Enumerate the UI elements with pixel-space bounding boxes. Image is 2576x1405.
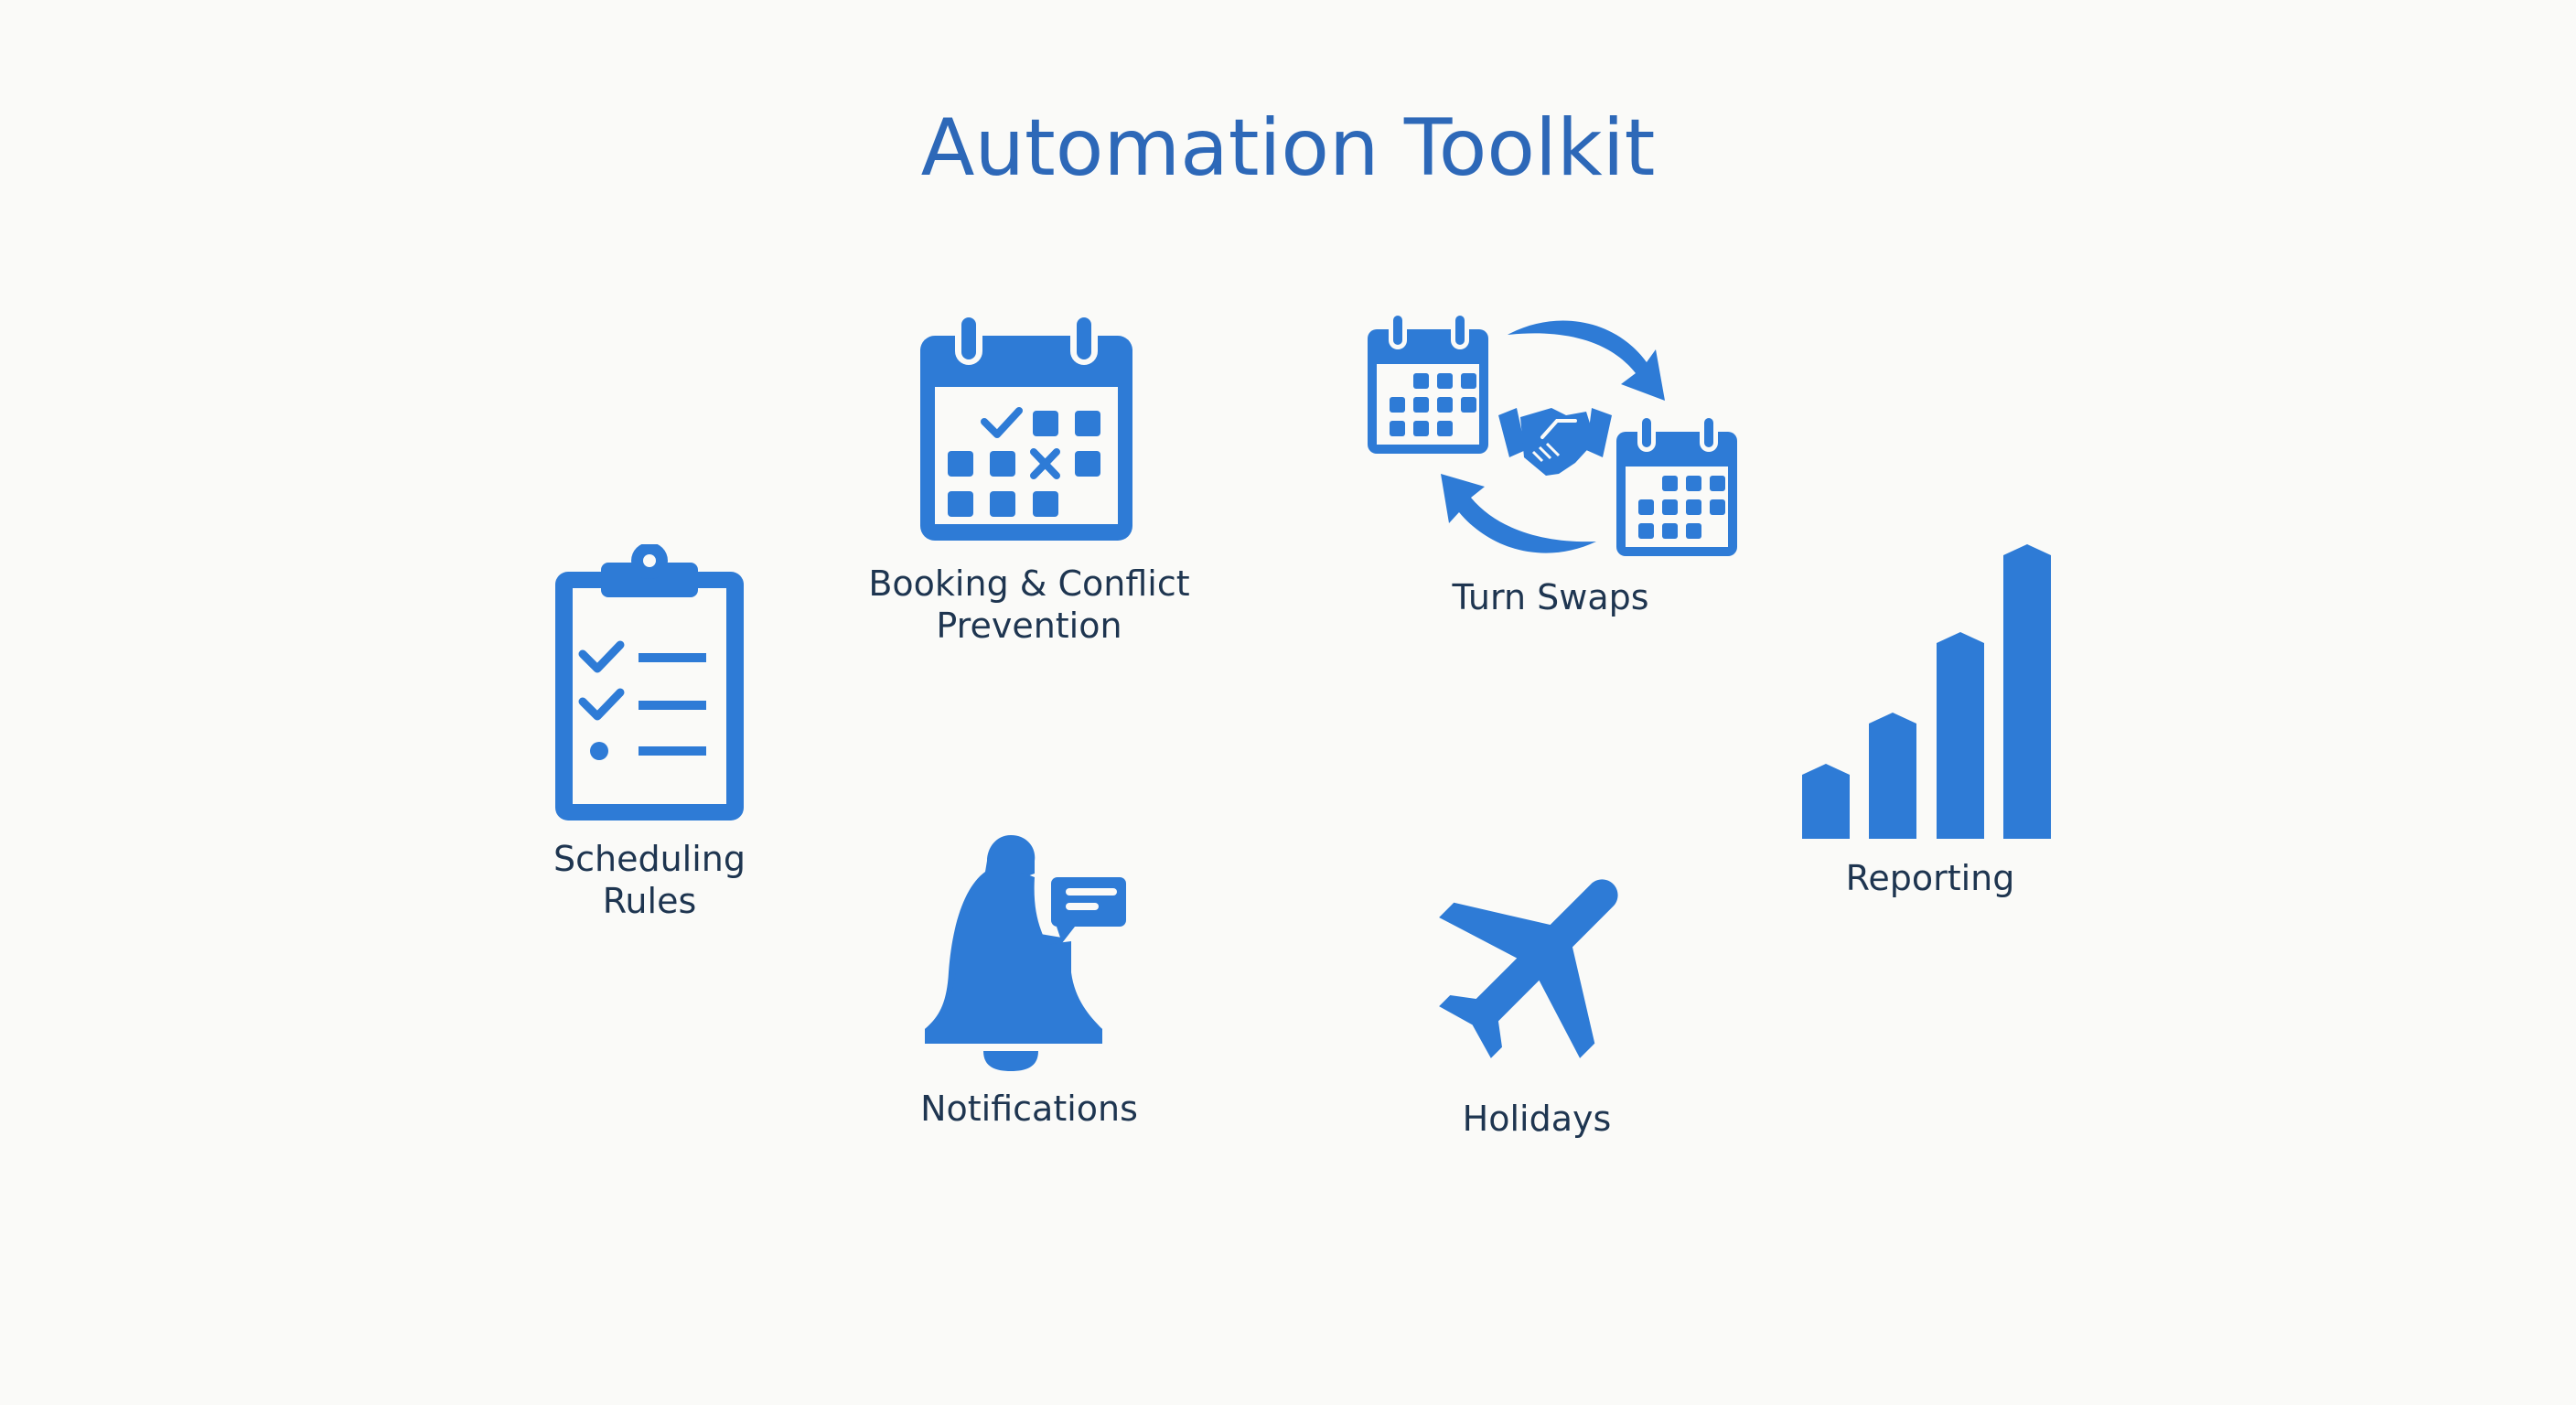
item-label: Holidays — [1462, 1099, 1612, 1139]
toolkit-item-holidays[interactable]: Holidays — [1390, 823, 1683, 1153]
item-label: Scheduling Rules — [553, 839, 746, 921]
item-label: Notifications — [920, 1089, 1138, 1129]
page-title: Automation Toolkit — [920, 102, 1656, 194]
calendar-check-cross-icon — [920, 314, 1132, 541]
bar-chart-icon — [1802, 544, 2051, 839]
item-label: Turn Swaps — [1452, 577, 1649, 617]
bell-message-icon — [925, 835, 1132, 1071]
airplane-icon — [1439, 879, 1618, 1058]
toolkit-item-reporting[interactable]: Reporting — [1784, 535, 2077, 910]
toolkit-item-booking-conflict-prevention[interactable]: Booking & Conflict Prevention — [851, 306, 1208, 654]
toolkit-item-turn-swaps[interactable]: Turn Swaps — [1354, 302, 1747, 631]
clipboard-checklist-icon — [555, 544, 744, 820]
calendar-swap-handshake-icon — [1368, 313, 1737, 556]
item-label: Booking & Conflict Prevention — [868, 563, 1190, 646]
toolkit-item-notifications[interactable]: Notifications — [892, 828, 1166, 1139]
item-label: Reporting — [1845, 858, 2015, 898]
toolkit-item-scheduling-rules[interactable]: Scheduling Rules — [531, 540, 768, 924]
